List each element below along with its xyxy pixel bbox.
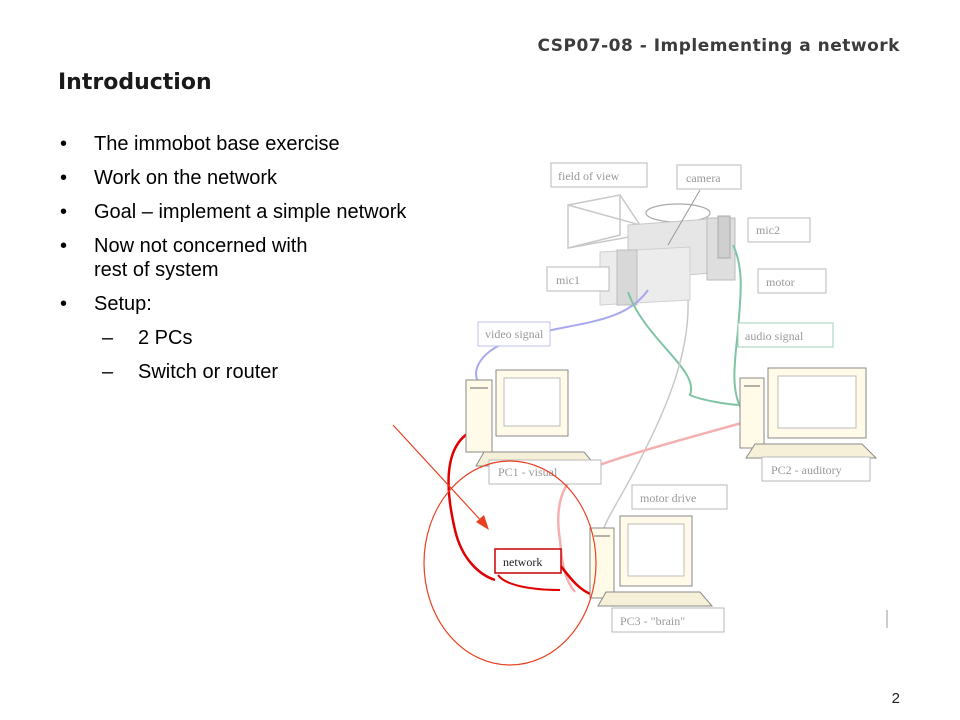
bullet-dot: •	[60, 293, 68, 315]
pc3-network-wire-lower	[497, 574, 561, 591]
label-text: mic2	[756, 223, 780, 237]
slide-title: Introduction	[58, 70, 212, 95]
label-text: mic1	[556, 273, 580, 287]
label-mic1: mic1	[546, 266, 610, 292]
label-pc1: PC1 - visual	[488, 459, 602, 485]
pc2-computer-icon	[739, 367, 878, 459]
bullet-list: • The immobot base exercise • Work on the …	[58, 132, 406, 394]
bullet-dot: •	[60, 167, 68, 189]
sub-bullet-text: 2 PCs	[138, 327, 193, 349]
label-text: motor drive	[640, 491, 696, 505]
label-text: video signal	[485, 327, 544, 341]
pc1-network-wire	[447, 430, 496, 582]
label-mic2: mic2	[747, 217, 811, 243]
pc3-computer-icon	[589, 515, 714, 607]
pc1-computer-icon	[465, 369, 598, 467]
bullet-item: • The immobot base exercise	[58, 132, 406, 156]
label-video-signal: video signal	[477, 321, 551, 347]
label-text: camera	[686, 171, 721, 185]
label-network: network	[494, 548, 562, 574]
robot-body	[599, 215, 736, 306]
bullet-text: Work on the network	[94, 167, 278, 189]
highlight-circle	[423, 460, 597, 666]
label-pc3: PC3 - "brain"	[611, 607, 725, 633]
sub-bullet-dash: –	[102, 361, 114, 383]
page-number: 2	[891, 690, 900, 707]
bullet-item: • Goal – implement a simple network	[58, 200, 406, 224]
bullet-text: Goal – implement a simple network	[94, 201, 407, 223]
slide-header: CSP07-08 - Implementing a network	[537, 36, 900, 56]
pc3-network-wire	[559, 564, 594, 597]
sub-bullet-list: – 2 PCs – Switch or router	[58, 326, 406, 384]
bullet-item: • Work on the network	[58, 166, 406, 190]
bullet-text: Setup:	[94, 293, 152, 315]
label-text: motor	[766, 275, 795, 289]
label-motor: motor	[757, 268, 827, 294]
label-text: PC2 - auditory	[771, 463, 842, 477]
sub-bullet-text: Switch or router	[138, 361, 279, 383]
label-motor-drive: motor drive	[631, 484, 728, 510]
label-text: network	[503, 555, 542, 569]
label-text: field of view	[558, 169, 620, 183]
bullet-text: The immobot base exercise	[94, 133, 340, 155]
bullet-dot: •	[60, 235, 68, 257]
label-field-of-view: field of view	[550, 162, 648, 188]
label-text: audio signal	[745, 329, 804, 343]
bullet-dot: •	[60, 133, 68, 155]
audio-signal-wire-1	[627, 291, 743, 406]
sub-bullet-item: – 2 PCs	[58, 326, 406, 350]
bullet-text: Now not concerned with rest of system	[94, 235, 308, 281]
highlight-arrowhead-icon	[476, 515, 489, 530]
field-of-view-shape	[567, 194, 641, 249]
bullet-item: • Now not concerned with rest of system	[58, 234, 406, 282]
bullet-item: • Setup: – 2 PCs – Switch or router	[58, 292, 406, 384]
label-audio-signal: audio signal	[737, 322, 834, 348]
highlight-arrow	[392, 424, 486, 526]
label-text: PC3 - "brain"	[620, 614, 685, 628]
sub-bullet-dash: –	[102, 327, 114, 349]
label-pc2: PC2 - auditory	[761, 456, 871, 482]
label-camera: camera	[667, 164, 742, 246]
sub-bullet-item: – Switch or router	[58, 360, 406, 384]
bullet-dot: •	[60, 201, 68, 223]
